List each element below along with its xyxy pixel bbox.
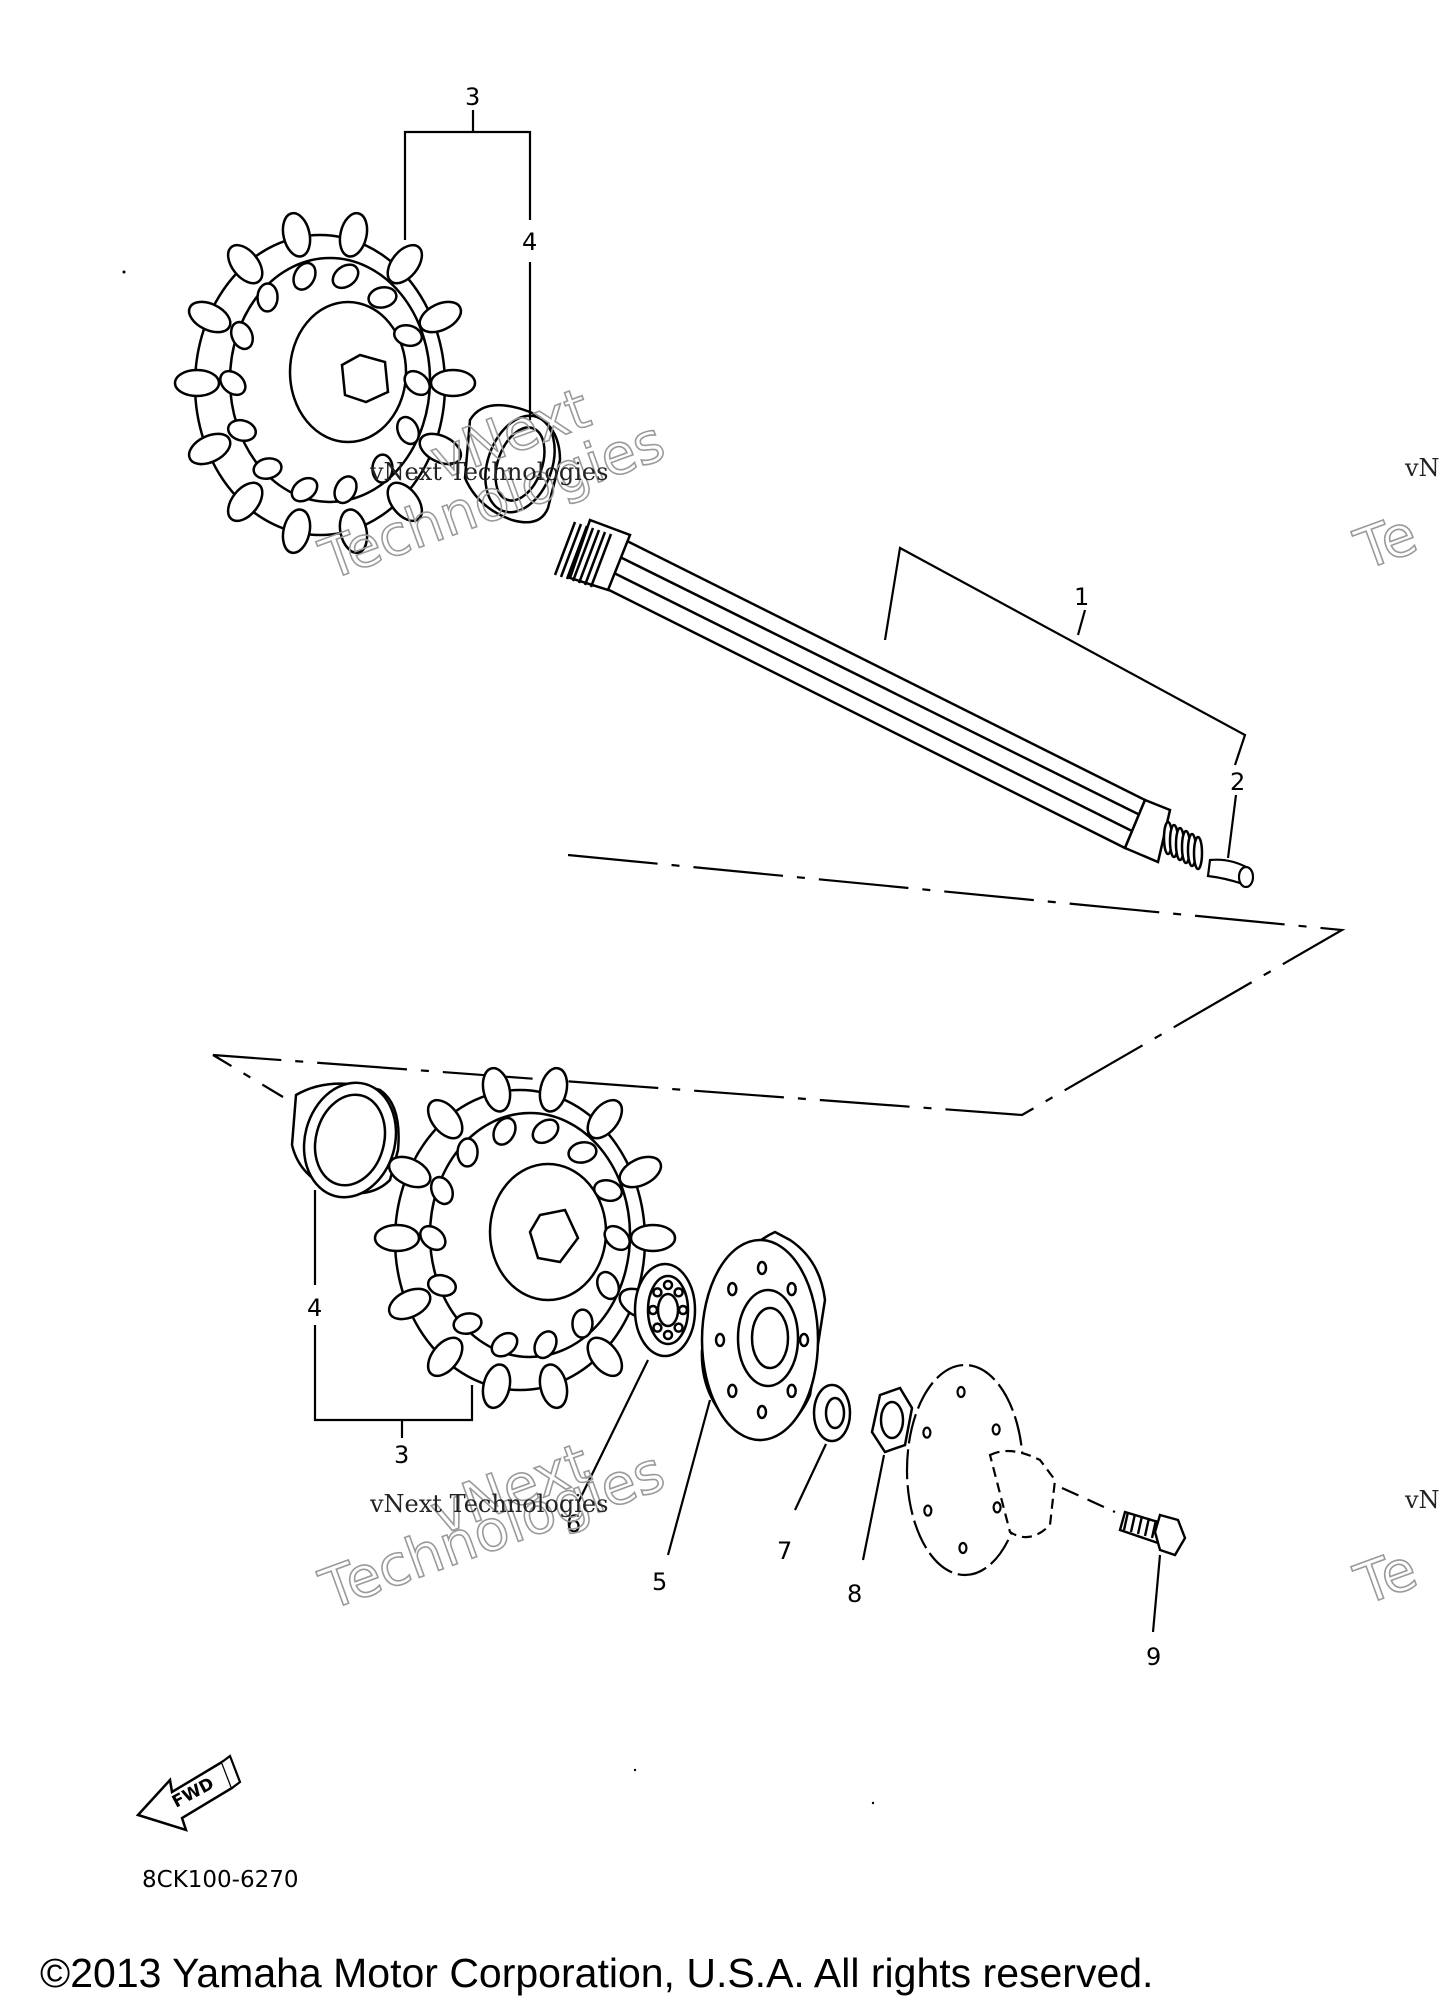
- sprocket-tooth: [338, 508, 369, 555]
- sprocket-tooth-inner: [371, 453, 394, 484]
- bearing: [633, 1262, 697, 1358]
- sprocket-tooth-inner: [256, 282, 279, 313]
- sprocket-tooth: [481, 1066, 512, 1113]
- sprocket-tooth-inner: [426, 1273, 458, 1298]
- sprocket-tooth-inner: [419, 1224, 447, 1252]
- sprocket-tooth-inner: [392, 323, 424, 348]
- drive-shaft: [553, 518, 1204, 871]
- sprocket-tooth-inner: [456, 1137, 479, 1168]
- sprocket-tooth: [418, 432, 463, 466]
- shaft-plug: [1206, 858, 1255, 889]
- sprocket-tooth-inner: [490, 1331, 519, 1358]
- leader-lines: [313, 110, 1247, 1633]
- sprocket-tooth-inner: [531, 1118, 560, 1145]
- sprocket-tooth-inner: [229, 320, 254, 351]
- sprocket-tooth-inner: [492, 1116, 517, 1146]
- upper-sprocket: [173, 211, 477, 555]
- sprocket-tooth: [538, 1363, 569, 1410]
- callout-6: 6: [566, 1510, 581, 1538]
- copyright-notice: ©2013 Yamaha Motor Corporation, U.S.A. A…: [40, 1950, 1154, 1996]
- callout-numbers: 3 4 1 2 4 3 6 5 7 8 9: [307, 83, 1245, 1671]
- flange-plate: [700, 1230, 827, 1442]
- sprocket-tooth-inner: [603, 1224, 631, 1252]
- sprocket-tooth: [387, 1287, 432, 1321]
- fwd-arrow-icon: FWD: [135, 1754, 242, 1832]
- callout-3-upper: 3: [465, 83, 480, 111]
- sprocket-tooth-inner: [292, 261, 317, 291]
- sprocket-tooth: [281, 508, 312, 555]
- hub: [905, 1363, 1116, 1577]
- sprocket-tooth: [173, 368, 221, 398]
- lower-sprocket: [373, 1066, 677, 1410]
- callout-5: 5: [652, 1568, 667, 1596]
- sprocket-tooth: [586, 1336, 624, 1378]
- sprocket-tooth-inner: [333, 475, 358, 505]
- watermark-big-bottom-edge: Te: [1347, 1537, 1426, 1619]
- diagram-code: 8CK100-6270: [142, 1867, 299, 1893]
- sprocket-tooth-inner: [331, 263, 360, 290]
- sprocket-tooth-inner: [290, 476, 319, 503]
- callout-1: 1: [1074, 583, 1089, 611]
- washer: [812, 1383, 852, 1443]
- watermark-small-bottom-edge: vN: [1404, 1486, 1440, 1514]
- watermark-big-top-edge: Te: [1347, 502, 1426, 584]
- sprocket-tooth-inner: [367, 285, 398, 309]
- lower-collar: [290, 1081, 400, 1199]
- callout-8: 8: [847, 1580, 862, 1608]
- sprocket-tooth: [418, 300, 463, 334]
- sprocket-tooth-inner: [396, 415, 421, 446]
- sprocket-tooth-inner: [219, 369, 247, 397]
- sprocket-tooth: [629, 1223, 677, 1253]
- watermark-small-top: vNext Technologies: [369, 458, 608, 486]
- sprocket-tooth: [386, 243, 424, 285]
- callout-2: 2: [1230, 768, 1245, 796]
- callout-7: 7: [777, 1537, 792, 1565]
- flange-bolt: [1118, 1510, 1187, 1557]
- hex-nut: [870, 1386, 914, 1454]
- sprocket-tooth: [187, 432, 232, 466]
- sprocket-tooth-inner: [452, 1312, 483, 1336]
- sprocket-tooth-inner: [226, 418, 258, 443]
- sprocket-tooth: [538, 1066, 569, 1113]
- watermark-small-top-edge: vN: [1404, 454, 1440, 482]
- sprocket-tooth: [226, 243, 264, 285]
- sprocket-tooth-inner: [252, 457, 283, 481]
- sprocket-tooth-inner: [533, 1330, 558, 1360]
- sprocket-tooth: [281, 211, 312, 258]
- sprocket-tooth: [187, 300, 232, 334]
- callout-4-upper: 4: [522, 228, 537, 256]
- sprocket-tooth: [618, 1155, 663, 1189]
- sprocket-tooth: [373, 1223, 421, 1253]
- sprocket-tooth: [426, 1336, 464, 1378]
- sprocket-tooth-inner: [596, 1270, 621, 1301]
- sprocket-tooth-inner: [592, 1178, 624, 1203]
- assembly-outline: [212, 853, 1346, 1117]
- callout-3-lower: 3: [394, 1441, 409, 1469]
- sprocket-tooth: [426, 1098, 464, 1140]
- callout-4-lower: 4: [307, 1294, 322, 1322]
- sprocket-tooth: [429, 368, 477, 398]
- sprocket-tooth: [586, 1098, 624, 1140]
- sprocket-tooth: [481, 1363, 512, 1410]
- callout-9: 9: [1146, 1643, 1161, 1671]
- sprocket-tooth-inner: [429, 1175, 454, 1206]
- upper-collar: [463, 403, 562, 524]
- sprocket-tooth-inner: [567, 1140, 598, 1164]
- sprocket-tooth: [338, 211, 369, 258]
- watermark-small-bottom: vNext Technologies: [369, 1490, 608, 1518]
- sprocket-tooth: [226, 481, 264, 523]
- sprocket-tooth: [387, 1155, 432, 1189]
- sprocket-tooth-inner: [403, 369, 431, 397]
- sprocket-tooth: [386, 481, 424, 523]
- sprocket-tooth-inner: [571, 1308, 594, 1339]
